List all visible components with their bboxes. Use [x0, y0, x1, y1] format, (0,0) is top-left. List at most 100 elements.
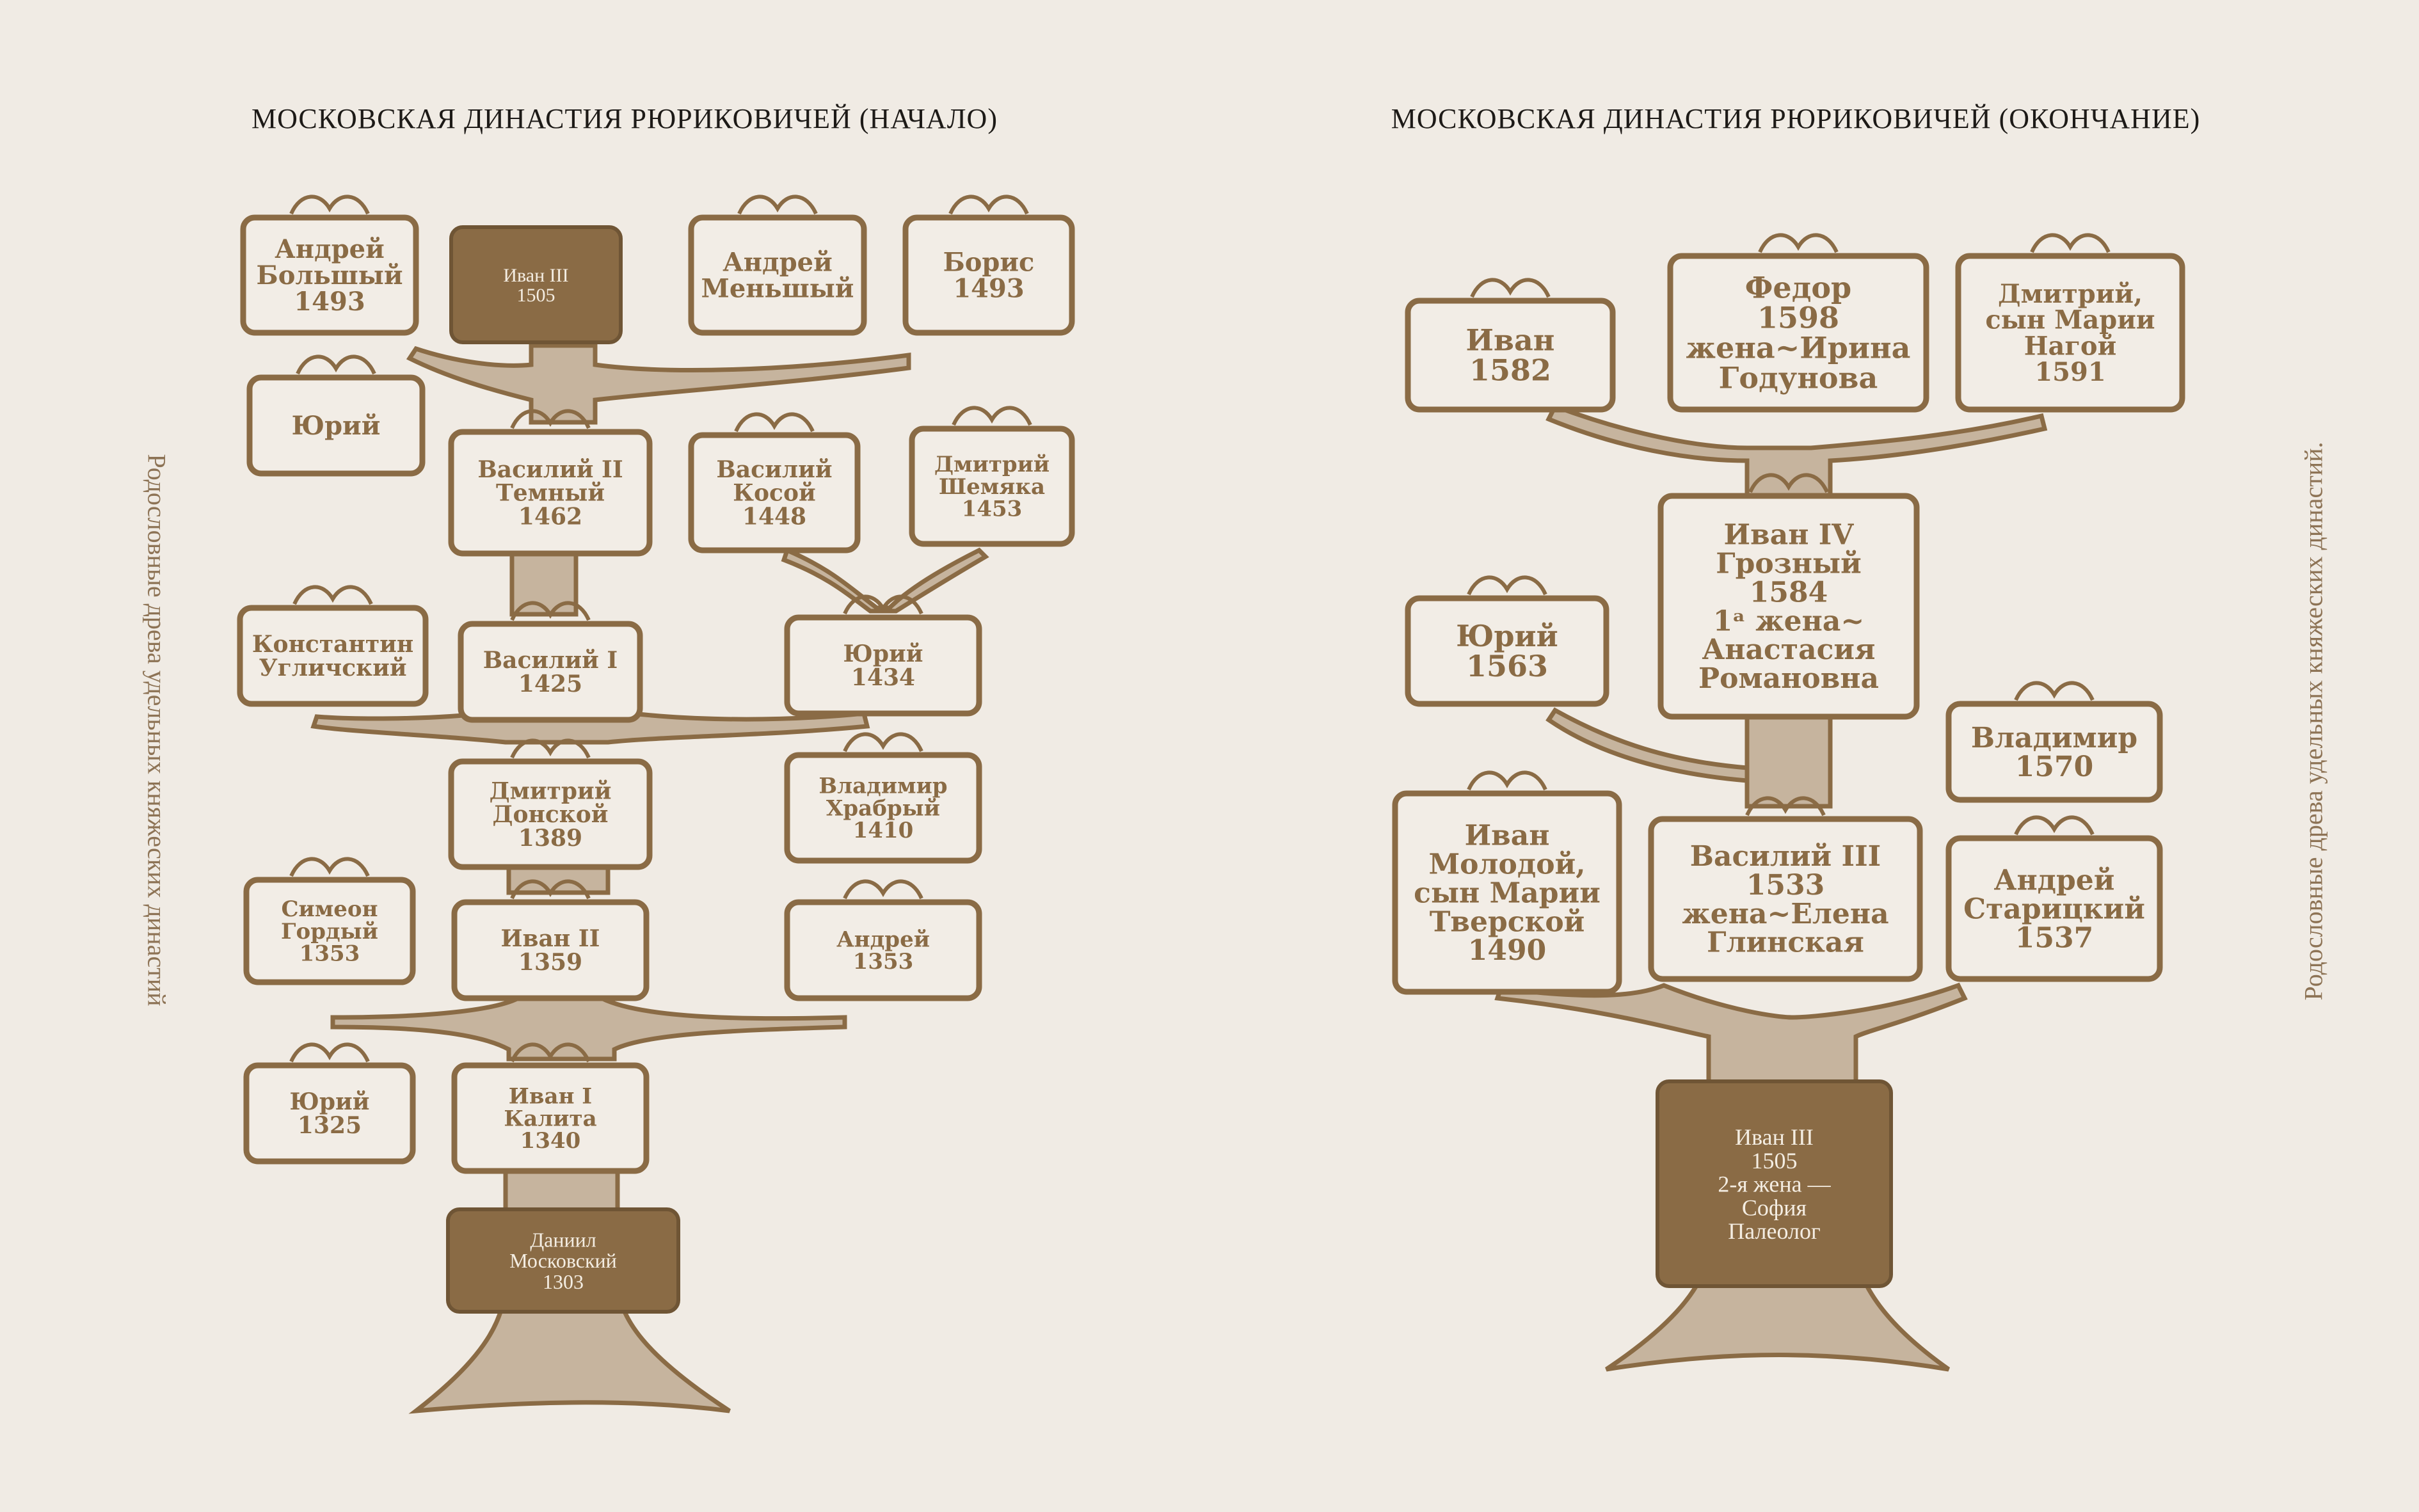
person-label-line: Большый	[257, 260, 403, 290]
person-label-line: Владимир	[1971, 722, 2137, 754]
box-frame	[243, 877, 416, 985]
person-label-line: жена~Ирина	[1686, 331, 1911, 365]
box-frame	[784, 899, 982, 1001]
ornament-flourish	[296, 354, 376, 375]
ornament-flourish	[734, 412, 815, 433]
ornament-flourish	[289, 1042, 370, 1063]
box-frame	[688, 432, 861, 553]
person-label-line: 1505	[517, 285, 555, 306]
person-label-line: Федор	[1745, 271, 1851, 305]
person-label-line: Грозный	[1716, 548, 1862, 580]
person-label-line: 1353	[299, 941, 360, 967]
person-label-line: Юрий	[292, 411, 381, 441]
person-label-line: 1ᵃ жена~	[1713, 605, 1864, 637]
box-frame	[1392, 790, 1622, 995]
person-label-line: Владимир	[818, 774, 947, 799]
person-label-line: 1537	[2015, 921, 2093, 954]
person-label-line: Константин	[252, 631, 413, 658]
person-label-line: 1598	[1757, 301, 1839, 335]
person-label-line: Романовна	[1698, 662, 1879, 695]
person-label-line: Храбрый	[826, 795, 940, 821]
ornament-flourish	[510, 409, 591, 429]
person-label-line: Годунова	[1719, 360, 1878, 395]
person-label-line: Даниил	[530, 1229, 596, 1252]
ornament-flourish	[1748, 473, 1829, 493]
box-frame	[1955, 253, 2185, 413]
box-frame	[1945, 701, 2163, 803]
box-frame	[784, 752, 982, 864]
ornament-flourish	[289, 195, 370, 215]
ornament-flourish	[1758, 233, 1839, 253]
person-label-line: 1462	[518, 503, 582, 530]
ornament-flourish	[2014, 815, 2095, 836]
person-label-line: Косой	[733, 480, 815, 507]
person-label-line: 1563	[1466, 649, 1548, 683]
person-label-line: Андрей	[723, 248, 833, 278]
person-label-line: Борис	[943, 248, 1035, 278]
person-label-line: Иван II	[501, 925, 600, 952]
highlight-box-frame	[1656, 1079, 1893, 1288]
ornament-flourish	[510, 601, 591, 621]
box-frame	[451, 1062, 650, 1174]
person-label-line: Иван	[1466, 323, 1555, 358]
ornament-flourish	[510, 738, 591, 759]
left-tree-trunk	[310, 343, 989, 1414]
person-label-line: Гордый	[281, 919, 378, 944]
right-page-title: МОСКОВСКАЯ ДИНАСТИЯ РЮРИКОВИЧЕЙ (ОКОНЧАН…	[1391, 103, 2201, 134]
person-label-line: София	[1742, 1195, 1807, 1220]
person-label-line: Калита	[504, 1106, 596, 1131]
person-label-line: Нагой	[2024, 331, 2117, 361]
person-label-line: 1453	[962, 497, 1023, 522]
box-frame	[1648, 816, 1923, 982]
person-label-line: 1448	[742, 503, 806, 530]
person-label-line: 1389	[518, 825, 582, 852]
person-label-line: Дмитрий	[490, 777, 612, 804]
person-label-line: жена~Елена	[1682, 898, 1888, 930]
person-label-line: Шемяка	[939, 474, 1045, 500]
ornament-flourish	[292, 585, 373, 605]
person-label-line: Палеолог	[1728, 1218, 1821, 1244]
person-box-yuri-1: Юрий	[246, 354, 426, 477]
person-label-line: Угличский	[259, 655, 406, 681]
box-frame	[1405, 298, 1616, 413]
person-label-line: Андрей	[836, 927, 930, 953]
person-label-line: Василий III	[1690, 840, 1881, 873]
person-label-line: Юрий	[1456, 619, 1558, 653]
person-label-line: Донской	[492, 801, 608, 828]
person-label-line: сын Марии	[1985, 305, 2155, 335]
person-label-line: Иван III	[1735, 1124, 1814, 1150]
person-label-line: Иван	[1465, 820, 1550, 852]
person-label-line: 1591	[2034, 357, 2105, 387]
person-label-line: Старицкий	[1963, 893, 2145, 925]
person-label-line: Молодой,	[1428, 848, 1585, 881]
person-label-line: Симеон	[281, 896, 378, 922]
ornament-flourish	[1470, 278, 1551, 298]
ornament-flourish	[1467, 575, 1547, 596]
person-label-line: Андрей	[1994, 864, 2115, 897]
box-frame	[688, 214, 867, 336]
person-label-line: Василий II	[477, 456, 623, 483]
person-label-line: Дмитрий	[934, 452, 1050, 477]
ornament-flourish	[510, 1042, 591, 1063]
person-label-line: 1434	[851, 664, 915, 691]
box-frame	[240, 214, 419, 336]
person-label-line: Василий I	[483, 647, 618, 674]
ornament-flourish	[510, 879, 591, 900]
person-label-line: сын Марии	[1414, 877, 1601, 909]
ornament-flourish	[952, 406, 1032, 426]
box-frame	[902, 214, 1075, 336]
box-frame	[458, 621, 643, 723]
person-label-line: 2-я жена —	[1718, 1172, 1831, 1197]
ornament-flourish	[1745, 796, 1826, 816]
